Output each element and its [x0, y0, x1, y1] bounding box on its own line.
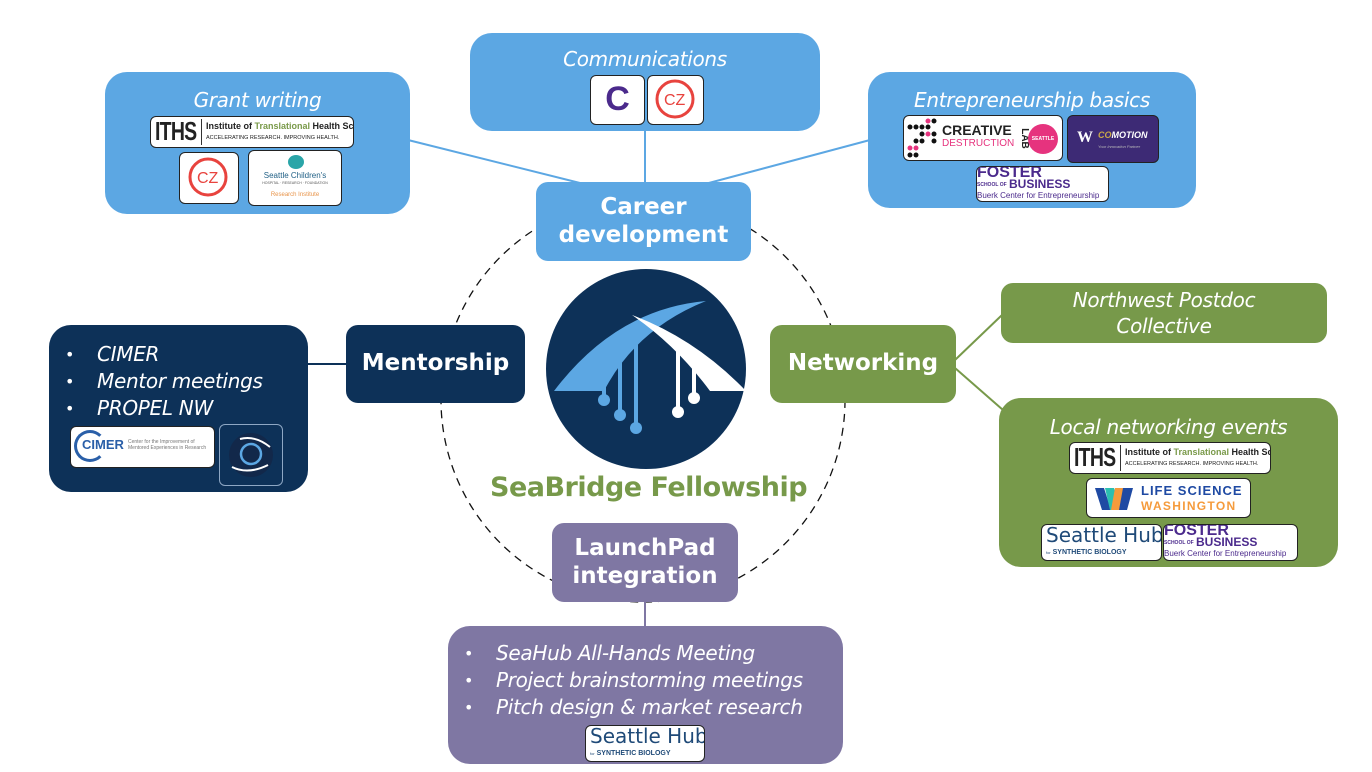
connector-net-local — [954, 367, 1004, 411]
grant-writing-title: Grant writing — [193, 88, 322, 112]
postdoc-line2: Collective — [1116, 314, 1212, 338]
iths-name: Institute of Translational Health Scienc… — [1125, 447, 1270, 457]
foster-line3: Buerk Center for Entrepreneurship — [1164, 549, 1287, 558]
connector-entre-career — [689, 139, 871, 189]
launchpad-list: SeaHub All-Hands Meeting Project brainst… — [448, 640, 803, 721]
foster-school: SCHOOL OF — [977, 182, 1007, 188]
creative-destruction-lab-logo: CREATIVE DESTRUCTION LAB SEATTLE — [903, 115, 1063, 161]
entrepreneurship-box: Entrepreneurship basics CREATIVE DESTRUC… — [868, 72, 1196, 208]
mentorship-box: CIMER Mentor meetings PROPEL NW CIMER Ce… — [49, 325, 308, 492]
foster-line1: FOSTER — [977, 166, 1042, 181]
comotion-tagline: Your Innovation Partner — [1098, 144, 1141, 149]
propel-hands-icon — [229, 433, 273, 477]
entrepreneurship-title: Entrepreneurship basics — [914, 88, 1150, 112]
postdoc-line1: Northwest Postdoc — [1072, 288, 1256, 312]
career-development-hub[interactable]: Career development — [536, 182, 751, 261]
comotion-name: COMOTION — [1098, 130, 1148, 140]
mentorship-item: PROPEL NW — [49, 395, 263, 422]
career-hub-line1: Career — [600, 193, 687, 220]
postdoc-collective-box: Northwest Postdoc Collective — [1001, 283, 1327, 343]
comotion-logo: W COMOTION Your Innovation Partner — [1067, 115, 1159, 163]
connector-net-postdoc — [954, 314, 1003, 361]
foster-line1: FOSTER — [1164, 524, 1229, 539]
propel-nw-logo — [219, 424, 283, 486]
seabridge-bridge-icon — [554, 301, 746, 434]
iths-logo: ITHS Institute of Translational Health S… — [150, 116, 354, 148]
hub-line2: for SYNTHETIC BIOLOGY — [1046, 549, 1127, 556]
life-science-washington-logo: LIFE SCIENCE WASHINGTON — [1086, 478, 1251, 518]
mentorship-item: CIMER — [49, 341, 263, 368]
cdl-line1: CREATIVE — [942, 122, 1012, 138]
svg-text:CZ: CZ — [664, 92, 686, 109]
mentorship-hub[interactable]: Mentorship — [346, 325, 525, 403]
comotion-w: W — [1077, 129, 1093, 146]
launchpad-hub[interactable]: LaunchPad integration — [552, 523, 738, 602]
iths-abbr: ITHS — [1074, 442, 1116, 472]
cimer-abbr: CIMER — [82, 437, 124, 452]
seabridge-logo — [546, 269, 746, 469]
czi-logo: CZ — [647, 75, 704, 125]
foster-line2: BUSINESS — [1009, 177, 1071, 191]
sch-ri: Research Institute — [270, 192, 320, 198]
cimer-logo: CIMER Center for the Improvement of Ment… — [70, 426, 215, 468]
cdl-dots-icon — [907, 118, 937, 158]
cimer-ring-icon — [74, 430, 106, 462]
lsw-line2: WASHINGTON — [1141, 499, 1237, 513]
program-title: SeaBridge Fellowship — [490, 472, 808, 503]
iths-abbr: ITHS — [155, 116, 197, 146]
connector-grant-career — [407, 139, 601, 189]
c-letter: C — [605, 80, 630, 118]
iths-name: Institute of Translational Health Scienc… — [206, 121, 354, 131]
communications-title: Communications — [563, 47, 727, 71]
svg-text:CZ: CZ — [197, 170, 219, 187]
mentorship-list: CIMER Mentor meetings PROPEL NW — [49, 341, 263, 422]
launchpad-item: Project brainstorming meetings — [448, 667, 803, 694]
launchpad-hub-line1: LaunchPad — [574, 534, 716, 561]
czi-icon: CZ — [188, 157, 228, 197]
foster-line3: Buerk Center for Entrepreneurship — [977, 191, 1100, 200]
networking-hub[interactable]: Networking — [770, 325, 956, 403]
czi-logo: CZ — [179, 152, 239, 204]
seattle-hub-logo: Seattle Hub for SYNTHETIC BIOLOGY — [585, 725, 705, 762]
iths-tagline: ACCELERATING RESEARCH. IMPROVING HEALTH. — [206, 135, 340, 141]
cdl-line2: DESTRUCTION — [942, 138, 1015, 149]
lsw-line1: LIFE SCIENCE — [1141, 483, 1243, 498]
mentorship-item: Mentor meetings — [49, 368, 263, 395]
czi-icon: CZ — [655, 79, 695, 119]
foster-line2: BUSINESS — [1196, 535, 1258, 549]
grant-writing-box: Grant writing ITHS Institute of Translat… — [105, 72, 410, 214]
seattle-hub-logo: Seattle Hub for SYNTHETIC BIOLOGY — [1041, 524, 1162, 561]
foster-school: SCHOOL OF — [1164, 540, 1194, 546]
local-networking-box: Local networking events ITHS Institute o… — [999, 398, 1338, 567]
foster-logo: FOSTER SCHOOL OF BUSINESS Buerk Center f… — [976, 166, 1109, 202]
launchpad-box: SeaHub All-Hands Meeting Project brainst… — [448, 626, 843, 764]
seattle-childrens-logo: Seattle Children's HOSPITAL · RESEARCH ·… — [248, 150, 342, 206]
local-networking-title: Local networking events — [1049, 415, 1288, 439]
communications-box: Communications C CZ — [470, 33, 820, 131]
iths-tagline: ACCELERATING RESEARCH. IMPROVING HEALTH. — [1125, 461, 1259, 467]
hub-line2: for SYNTHETIC BIOLOGY — [590, 750, 671, 757]
lsw-w-icon — [1095, 488, 1133, 510]
cimer-name: Center for the Improvement of Mentored E… — [128, 439, 207, 451]
sch-sub: HOSPITAL · RESEARCH · FOUNDATION — [262, 181, 328, 185]
launchpad-item: Pitch design & market research — [448, 694, 803, 721]
career-hub-line2: development — [558, 221, 729, 248]
sch-name: Seattle Children's — [263, 171, 327, 180]
iths-logo: ITHS Institute of Translational Health S… — [1069, 442, 1271, 474]
hub-line1: Seattle Hub — [1046, 524, 1162, 547]
cdl-seattle-badge: SEATTLE — [1028, 124, 1058, 154]
launchpad-hub-line2: integration — [572, 562, 718, 589]
foster-logo: FOSTER SCHOOL OF BUSINESS Buerk Center f… — [1163, 524, 1298, 561]
launchpad-item: SeaHub All-Hands Meeting — [448, 640, 803, 667]
hub-line1: Seattle Hub — [590, 725, 705, 748]
seattle-childrens-icon — [288, 155, 304, 169]
c-logo: C — [590, 75, 645, 125]
